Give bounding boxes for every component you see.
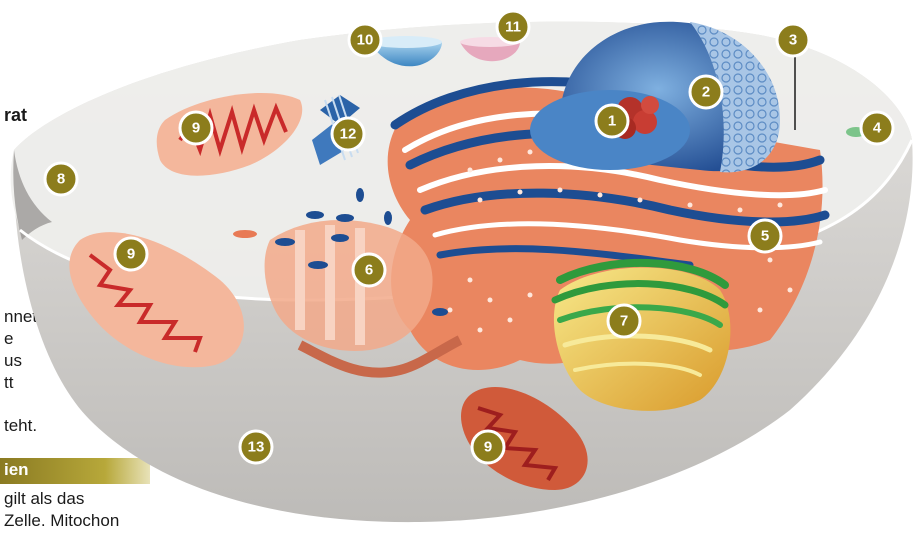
- svg-text:13: 13: [248, 439, 265, 456]
- svg-text:5: 5: [761, 228, 769, 245]
- svg-text:9: 9: [127, 246, 135, 263]
- svg-text:2: 2: [702, 84, 710, 101]
- svg-text:3: 3: [789, 32, 797, 49]
- badge-8: 8: [45, 163, 77, 195]
- badge-13: 13: [240, 431, 272, 463]
- svg-text:7: 7: [620, 313, 628, 330]
- badge-11: 11: [497, 11, 529, 43]
- svg-text:11: 11: [505, 19, 521, 36]
- small-vesicle: [233, 230, 257, 238]
- badge-9c: 9: [472, 431, 504, 463]
- badge-4: 4: [861, 112, 893, 144]
- badge-1: 1: [596, 105, 628, 137]
- badge-3: 3: [777, 24, 809, 56]
- svg-text:8: 8: [57, 171, 65, 188]
- golgi-apparatus: [554, 263, 730, 411]
- badge-9a: 9: [180, 112, 212, 144]
- badge-9b: 9: [115, 238, 147, 270]
- badge-10: 10: [349, 24, 381, 56]
- badge-2: 2: [690, 76, 722, 108]
- badge-12: 12: [332, 118, 364, 150]
- svg-text:12: 12: [340, 126, 357, 143]
- badge-7: 7: [608, 305, 640, 337]
- badge-6: 6: [353, 254, 385, 286]
- svg-text:9: 9: [192, 120, 200, 137]
- svg-text:9: 9: [484, 439, 492, 456]
- svg-text:4: 4: [873, 120, 882, 137]
- svg-text:10: 10: [357, 32, 374, 49]
- badge-5: 5: [749, 220, 781, 252]
- svg-text:6: 6: [365, 262, 373, 279]
- svg-text:1: 1: [608, 113, 616, 130]
